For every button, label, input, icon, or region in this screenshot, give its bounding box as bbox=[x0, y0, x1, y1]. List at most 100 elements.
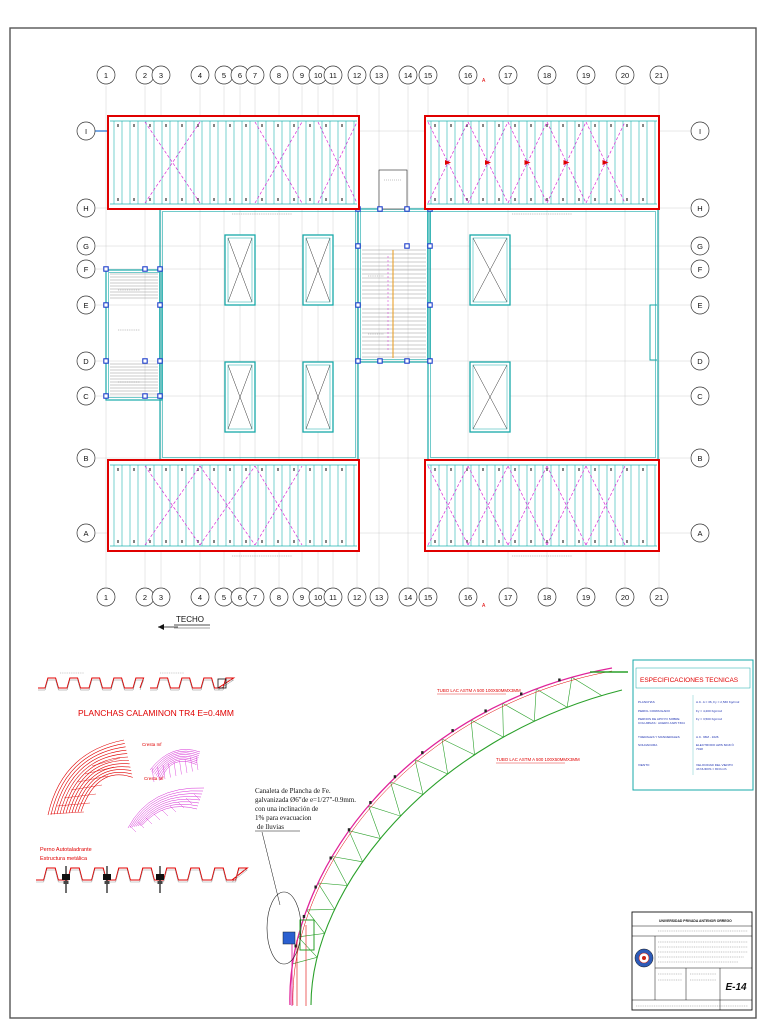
purlin-clip bbox=[578, 468, 580, 471]
grid-label-column: 16 bbox=[464, 71, 472, 80]
purlin-clip bbox=[610, 540, 612, 543]
truss-purlin-block bbox=[347, 828, 351, 832]
roof-sheet-title: PLANCHAS CALAMINON TR4 E=0.4MM bbox=[78, 708, 234, 718]
grid-label-row: E bbox=[83, 301, 88, 310]
curved-sheet-line bbox=[47, 739, 125, 816]
truss-purlin-block bbox=[520, 692, 523, 696]
grid-bubble bbox=[498, 65, 518, 85]
curved-sheet-mesh bbox=[169, 805, 177, 813]
bracing-line bbox=[254, 465, 303, 546]
grid-bubble bbox=[347, 587, 367, 607]
grid-bubble bbox=[690, 259, 710, 279]
grid-label-column: 9 bbox=[300, 593, 304, 602]
truss-purlin-block bbox=[484, 709, 487, 713]
purlin-clip bbox=[514, 540, 516, 543]
skylight-inner bbox=[227, 237, 253, 303]
grid-label-row: D bbox=[83, 357, 89, 366]
truss-purlin-block bbox=[369, 801, 372, 805]
corrugated-profile bbox=[38, 677, 145, 689]
purlin-clip bbox=[594, 198, 596, 201]
grid-bubble bbox=[151, 65, 171, 85]
curved-sheet-mesh bbox=[145, 817, 153, 825]
tube-label-upper: TUBO LAC ASTM A 500 100X50MMX3MM bbox=[437, 688, 521, 693]
grid-label-column: 14 bbox=[404, 593, 412, 602]
curved-sheet-mesh bbox=[168, 763, 171, 778]
structural-column bbox=[142, 393, 148, 399]
spec-label: COLUMNAS : ACERO A325 T304 bbox=[638, 721, 685, 725]
spec-value: Fy = 3,500 Kg/cm2 bbox=[696, 717, 722, 721]
purlin-clip bbox=[434, 468, 436, 471]
grid-label-column: 6 bbox=[238, 593, 242, 602]
purlin-clip bbox=[530, 468, 532, 471]
purlin-clip bbox=[498, 124, 500, 127]
grid-bubble bbox=[690, 198, 710, 218]
grid-label-row: I bbox=[699, 127, 701, 136]
truss-web-diagonals bbox=[292, 676, 602, 965]
truss-purlin-block bbox=[302, 914, 306, 918]
fastener-label: Perno Autotaladrante bbox=[40, 847, 92, 853]
bracing-arrow-icon bbox=[602, 160, 609, 165]
grid-bubble bbox=[76, 523, 96, 543]
truss-roof-sheet-line bbox=[292, 670, 613, 1006]
curved-sheet-line bbox=[77, 772, 133, 813]
grid-bubble bbox=[76, 295, 96, 315]
structural-column bbox=[377, 206, 383, 212]
screw-head-icon bbox=[103, 874, 111, 880]
grid-bubble bbox=[690, 523, 710, 543]
grid-bubble bbox=[76, 448, 96, 468]
purlin-clip bbox=[149, 124, 151, 127]
curved-sheet-rib bbox=[91, 757, 121, 767]
grid-bubble bbox=[576, 587, 596, 607]
truss-purlin-block bbox=[558, 678, 561, 682]
purlin-clip bbox=[562, 540, 564, 543]
purlin-clip bbox=[450, 124, 452, 127]
purlin-clip bbox=[642, 540, 644, 543]
purlin-clip bbox=[546, 468, 548, 471]
gutter-note-line-3: con una inclinación de bbox=[255, 805, 318, 813]
purlin-clip bbox=[530, 540, 532, 543]
grid-bubble bbox=[151, 587, 171, 607]
purlin-clip bbox=[261, 124, 263, 127]
purlin-clip bbox=[626, 540, 628, 543]
grid-label-row: G bbox=[697, 242, 703, 251]
purlin-clip bbox=[117, 124, 119, 127]
grid-bubble bbox=[96, 587, 116, 607]
curved-sheet-mesh bbox=[157, 757, 198, 778]
spec-label: VIENTO bbox=[638, 763, 650, 767]
structural-column bbox=[103, 266, 109, 272]
roof-wing-fill bbox=[108, 116, 359, 209]
structural-column bbox=[157, 358, 163, 364]
purlin-clip bbox=[626, 468, 628, 471]
grid-bubble bbox=[690, 295, 710, 315]
grid-bubble bbox=[369, 65, 389, 85]
grid-label-column: 13 bbox=[375, 71, 383, 80]
purlin-clip bbox=[245, 468, 247, 471]
grid-label-column: 18 bbox=[543, 71, 551, 80]
purlin-clip bbox=[309, 540, 311, 543]
curved-sheet-mesh bbox=[131, 793, 203, 828]
structural-column bbox=[427, 358, 433, 364]
truss-purlin-block bbox=[294, 944, 297, 948]
grid-bubble bbox=[76, 236, 96, 256]
grid-label-column: 11 bbox=[329, 71, 337, 80]
purlin-clip bbox=[434, 198, 436, 201]
grid-label-column: 12 bbox=[353, 593, 361, 602]
purlin-clip bbox=[626, 198, 628, 201]
purlin-clip bbox=[117, 198, 119, 201]
purlin-clip bbox=[149, 468, 151, 471]
grid-label-column: 19 bbox=[582, 71, 590, 80]
grid-label-column: 4 bbox=[198, 593, 202, 602]
plan-title-arrow-icon bbox=[158, 624, 164, 630]
profile-end-cap bbox=[217, 678, 227, 689]
skylight-cross bbox=[305, 364, 331, 430]
grid-label-row: B bbox=[697, 454, 702, 463]
curved-sheet-mesh bbox=[157, 766, 160, 781]
purlin-clip bbox=[562, 468, 564, 471]
purlin-clip bbox=[466, 540, 468, 543]
purlin-clip bbox=[498, 198, 500, 201]
purlin-clip bbox=[450, 468, 452, 471]
roof-wing-fill bbox=[108, 460, 359, 551]
purlin-clip bbox=[197, 198, 199, 201]
grid-label-column: 11 bbox=[329, 593, 337, 602]
